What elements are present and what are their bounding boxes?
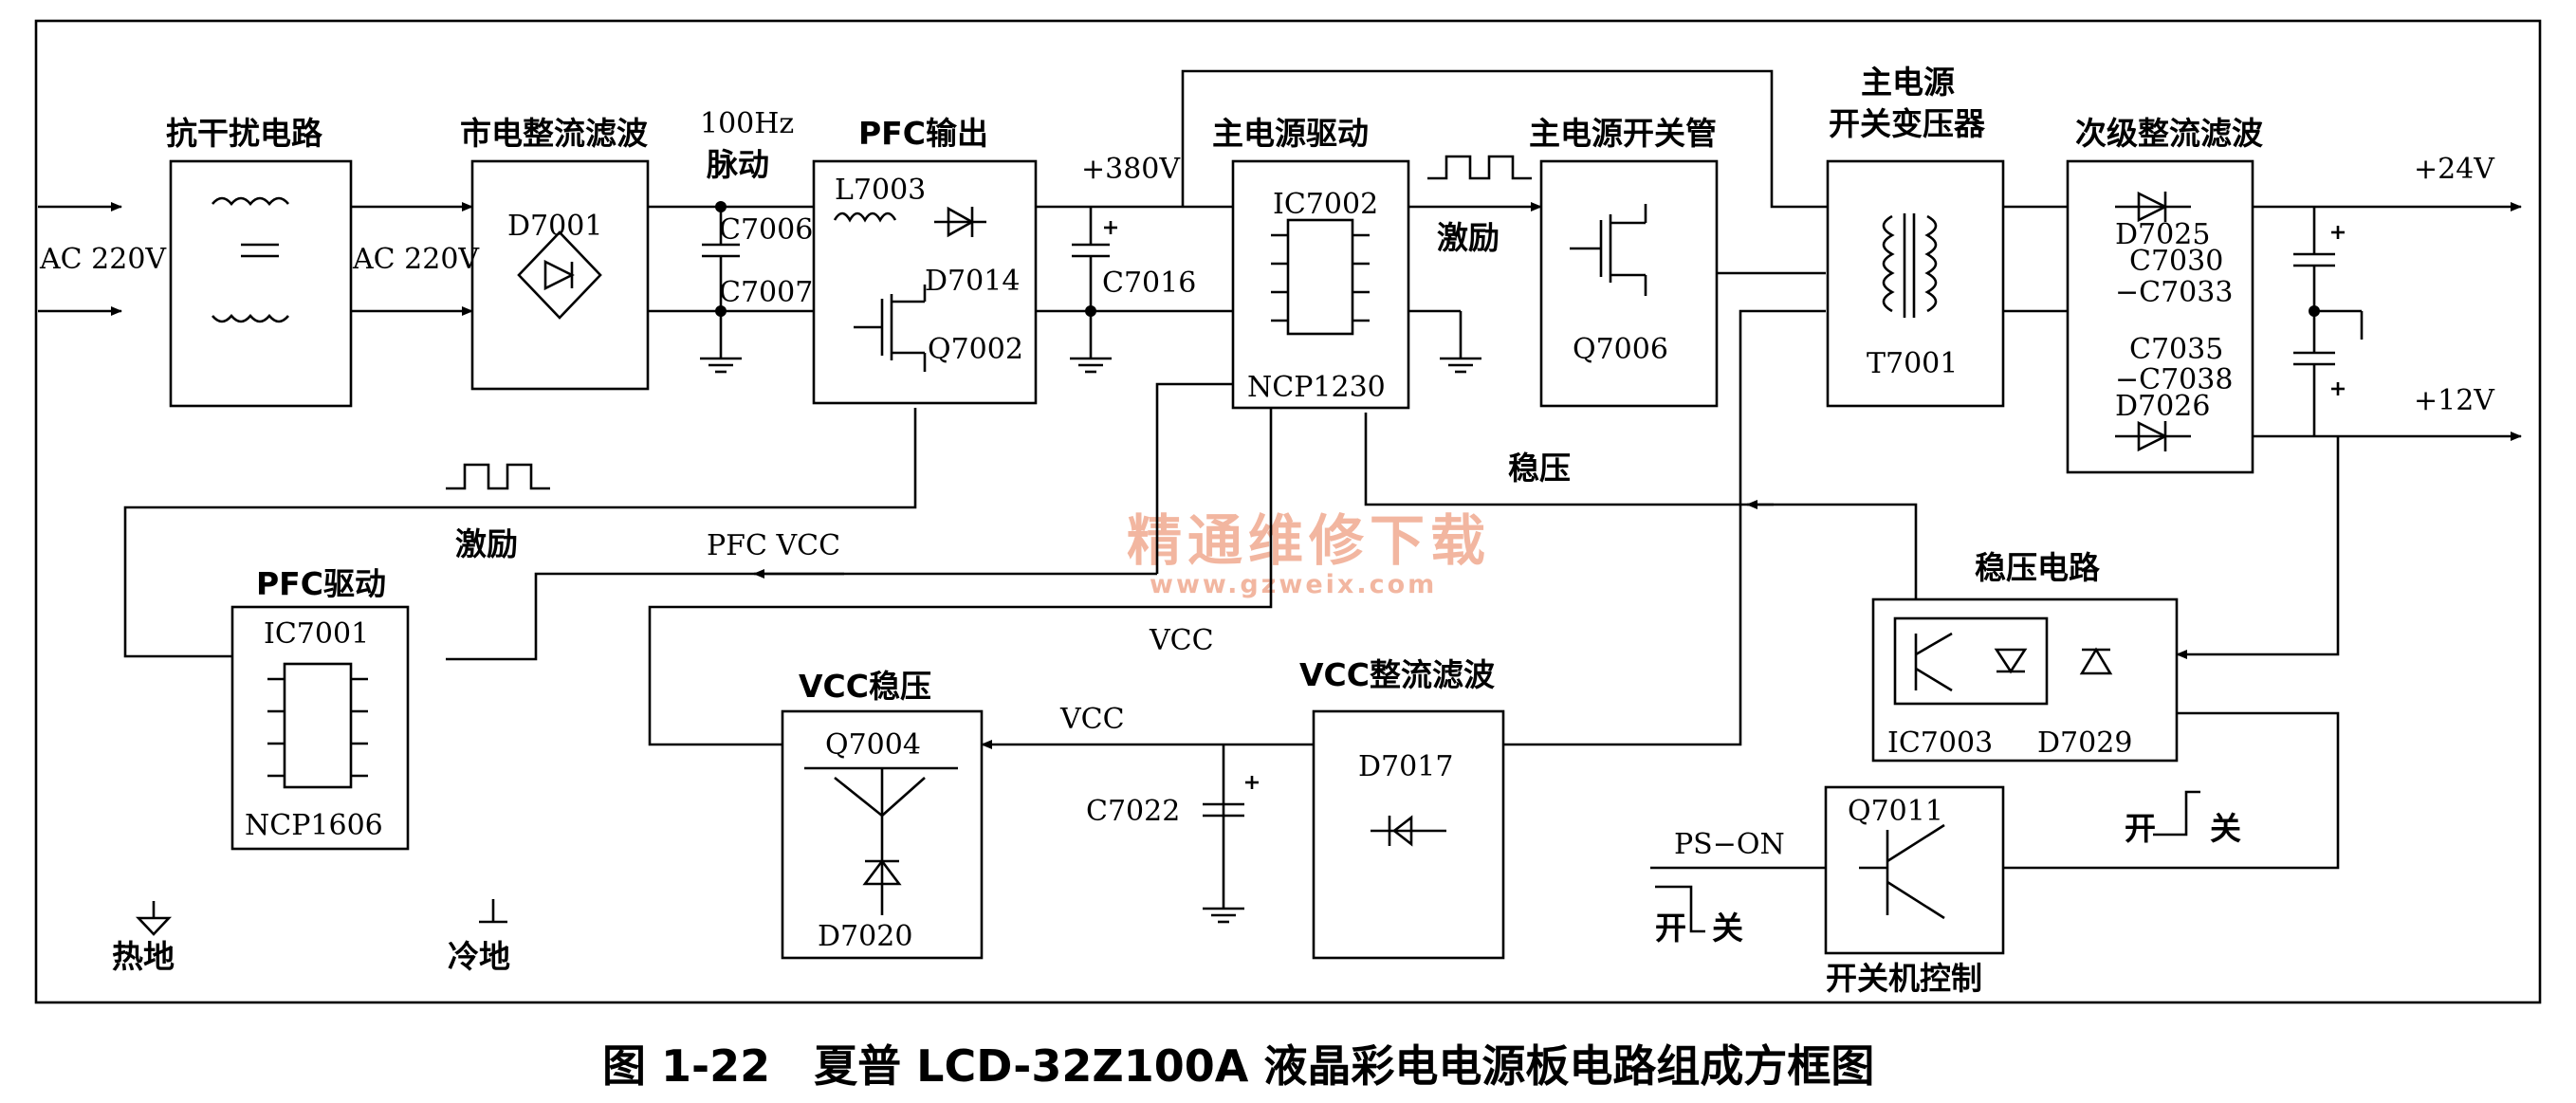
regulator-zener: D7029 [2037,726,2132,760]
regulator-opto: IC7003 [1887,726,1993,760]
pfc-driver-chip: NCP1606 [245,809,383,842]
vcc-reg-title: VCC稳压 [799,668,931,705]
block-regulator [1871,597,2179,763]
on-right-label: 开 [2125,810,2156,847]
pfc-driver-ic: IC7001 [264,617,369,651]
watermark-text: 精通维修下载 [1127,508,1491,573]
vcc-rect-part: D7017 [1358,750,1453,783]
emi-title: 抗干扰电路 [166,115,323,152]
pfc-vcc-label: PFC VCC [707,529,840,562]
vcc-reg-zener: D7020 [818,920,912,953]
pfc-diode: D7014 [925,265,1020,298]
ps-on-label: PS−ON [1674,828,1785,861]
figure-caption: 图 1-22 夏普 LCD-32Z100A 液晶彩电电源板电路组成方框图 [602,1040,1874,1092]
v12-label: +12V [2414,384,2495,417]
pfc-mosfet: Q7002 [928,333,1023,366]
sec-c1b: −C7033 [2115,276,2233,309]
sec-c2b: −C7038 [2115,363,2233,396]
ac-output-label: AC 220V [352,243,480,276]
sec-d2: D7026 [2115,390,2210,423]
c7016-label: C7016 [1102,267,1196,300]
excite-main-label: 激励 [1437,219,1500,256]
vcc-rect-title: VCC整流滤波 [1299,656,1495,693]
pulse-label-2: 脉动 [707,146,769,183]
pfc-inductor: L7003 [835,174,926,207]
cold-ground-label: 冷地 [448,938,510,975]
regulator-title: 稳压电路 [1975,549,2101,586]
watermark-url: www.gzweix.com [1150,570,1437,599]
rectifier-title: 市电整流滤波 [460,115,648,152]
v24-label: +24V [2414,153,2495,186]
c7006-label: C7006 [719,213,813,247]
vcc-reg-transistor: Q7004 [825,728,921,762]
main-driver-chip: NCP1230 [1247,371,1386,404]
transformer-part: T7001 [1867,347,1958,380]
block-pfc-driver [230,605,410,851]
block-rectifier [470,159,650,391]
ground-symbols [135,311,1481,936]
pulse-waveforms [446,155,2200,933]
block-emi [169,159,353,408]
block-main-switch [1539,159,1719,408]
block-vcc-regulator [781,709,984,960]
c7007-label: C7007 [719,276,813,309]
sec-c1a: C7030 [2129,245,2223,278]
main-switch-part: Q7006 [1573,333,1668,366]
main-driver-ic: IC7002 [1273,188,1378,221]
transformer-title-2: 开关变压器 [1829,105,1986,142]
excite-pfc-label: 激励 [455,525,518,562]
block-pfc-output [812,159,1038,405]
block-secondary-rectifier [2066,159,2364,474]
pfc-output-title: PFC输出 [858,115,988,152]
on-left-label: 开 [1655,910,1686,947]
main-driver-title: 主电源驱动 [1212,115,1369,152]
c7022-label: C7022 [1086,795,1180,828]
hot-ground-label: 热地 [112,938,175,975]
block-vcc-rectifier [1312,709,1505,960]
rectifier-part: D7001 [507,210,602,243]
off-right-label: 关 [2210,810,2241,847]
secondary-title: 次级整流滤波 [2075,115,2263,152]
main-switch-title: 主电源开关管 [1529,115,1717,152]
vcc1-label: VCC [1149,624,1214,657]
transformer-title-1: 主电源 [1861,64,1955,101]
onoff-title: 开关机控制 [1826,960,1982,997]
sec-d1: D7025 [2115,218,2210,251]
pulse-label-1: 100Hz [700,107,794,140]
v380-label: +380V [1081,153,1181,186]
sec-c2a: C7035 [2129,333,2223,366]
diagram-frame [34,19,2542,1004]
off-left-label: 关 [1712,910,1743,947]
onoff-part: Q7011 [1848,795,1943,828]
pfc-driver-title: PFC驱动 [256,565,386,602]
ac-input-label: AC 220V [39,243,167,276]
block-transformer [1826,159,2005,408]
block-on-off-control [1824,785,2005,955]
bus-capacitors [702,207,1259,818]
vcc2-label: VCC [1059,703,1125,736]
labels: 抗干扰电路 AC 220V AC 220V 市电整流滤波 D7001 100Hz… [39,64,2495,997]
regulate-label: 稳压 [1508,450,1571,487]
wires [38,69,2522,909]
block-main-driver [1231,159,1410,410]
